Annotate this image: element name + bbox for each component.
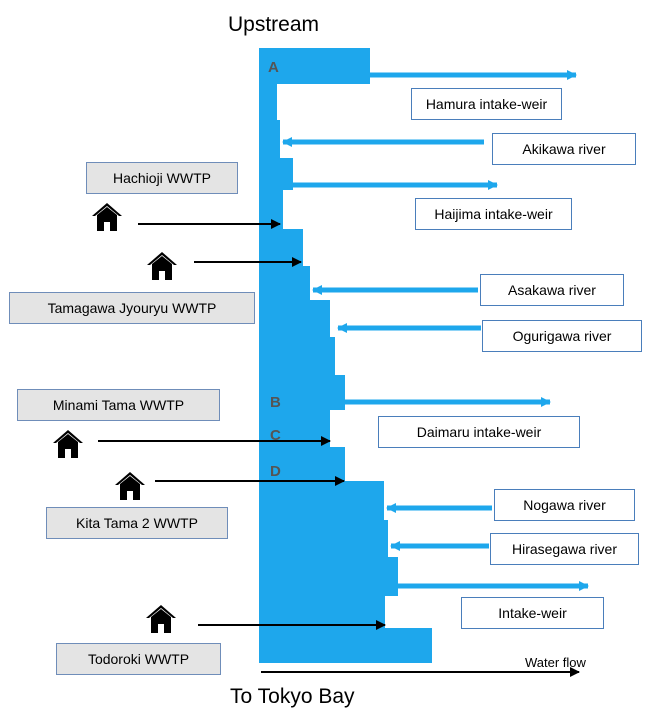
house-icon xyxy=(146,605,176,633)
hirasegawa-label: Hirasegawa river xyxy=(490,533,639,565)
hachioji-wwtp-label: Hachioji WWTP xyxy=(86,162,238,194)
point-c-label: C xyxy=(270,427,281,444)
intake-weir-label: Intake-weir xyxy=(461,597,604,629)
haijima-label: Haijima intake-weir xyxy=(415,198,572,230)
akikawa-label: Akikawa river xyxy=(492,133,636,165)
upstream-title: Upstream xyxy=(228,13,320,36)
todoroki-wwtp-label: Todoroki WWTP xyxy=(56,643,221,675)
house-icon xyxy=(147,252,177,280)
house-icon xyxy=(115,472,145,500)
nogawa-label: Nogawa river xyxy=(494,489,635,521)
house-icon xyxy=(92,203,122,231)
river-channel xyxy=(259,48,432,663)
point-b-label: B xyxy=(270,394,281,411)
daimaru-label: Daimaru intake-weir xyxy=(378,416,580,448)
point-d-label: D xyxy=(270,463,281,480)
ogurigawa-label: Ogurigawa river xyxy=(482,320,642,352)
hamura-label: Hamura intake-weir xyxy=(411,88,562,120)
water-flow-label: Water flow xyxy=(525,655,586,670)
house-icon xyxy=(53,430,83,458)
point-a-label: A xyxy=(268,59,279,76)
asakawa-label: Asakawa river xyxy=(480,274,624,306)
tokyo-bay-title: To Tokyo Bay xyxy=(230,685,355,708)
tamagawa-wwtp-label: Tamagawa Jyouryu WWTP xyxy=(9,292,255,324)
kita-tama-wwtp-label: Kita Tama 2 WWTP xyxy=(46,507,228,539)
minami-tama-wwtp-label: Minami Tama WWTP xyxy=(17,389,220,421)
